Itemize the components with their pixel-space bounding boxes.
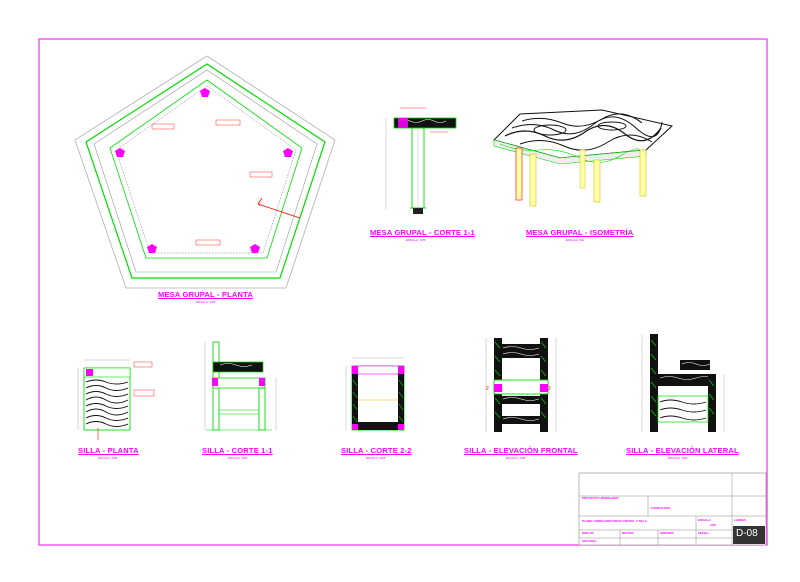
silla-planta-scale: ESCALA: 1/25 <box>98 456 118 460</box>
chair-section-2-view <box>345 357 405 431</box>
tb-project: PROYECTO: MOBILIARIO <box>582 496 619 500</box>
svg-text:1: 1 <box>258 202 261 207</box>
planta-title: MESA GRUPAL - PLANTA <box>158 290 253 299</box>
tb-sheet-number: D-08 <box>736 528 758 539</box>
leg-marker <box>115 148 125 157</box>
tb-approved: APROBO: <box>660 531 675 535</box>
tb-plan: PLANO: MOBILIARIO MESA GRUPAL Y SILLA <box>582 519 648 523</box>
planta-scale: ESCALA: 1/25 <box>196 300 216 304</box>
silla-frontal-scale: ESCALA: 1/25 <box>506 456 526 460</box>
corte-mesa-title: MESA GRUPAL - CORTE 1-1 <box>370 228 475 237</box>
silla-lateral-scale: ESCALA: 1/25 <box>668 456 688 460</box>
silla-lateral-title: SILLA - ELEVACIÓN LATERAL <box>626 446 739 455</box>
table-plan-view: 1 <box>74 55 336 289</box>
table-inner-edge <box>109 79 303 259</box>
tb-consultant: CONSULTOR: <box>651 506 671 510</box>
silla-frontal-title: SILLA - ELEVACIÓN FRONTAL <box>464 446 578 455</box>
silla-corte22-title: SILLA - CORTE 2-2 <box>341 446 412 455</box>
chair-plan-view <box>77 359 155 440</box>
tb-scale-label: ESCALA: <box>698 518 712 522</box>
isometria-scale: ESCALA: S/E <box>566 238 585 242</box>
svg-text:2: 2 <box>486 386 489 392</box>
silla-corte22-scale: ESCALA: 1/25 <box>366 456 386 460</box>
isometria-title: MESA GRUPAL - ISOMETRÍA <box>526 228 634 237</box>
tb-scale-value: 1/25 <box>710 523 716 527</box>
leg-marker <box>283 148 293 157</box>
sheet-number-box <box>733 526 765 544</box>
silla-planta-title: SILLA - PLANTA <box>78 446 139 455</box>
chair-front-elevation-view: 2 2 <box>485 338 557 432</box>
sheet-border <box>38 38 768 546</box>
table-isometric-view <box>493 109 674 207</box>
svg-text:2: 2 <box>548 386 551 392</box>
leg-marker <box>250 244 260 253</box>
chair-side-elevation-view <box>641 334 725 432</box>
chair-section-1-view <box>204 341 277 431</box>
leg-marker <box>147 244 157 253</box>
silla-corte11-title: SILLA - CORTE 1-1 <box>202 446 273 455</box>
tb-date: FECHA: <box>698 531 710 535</box>
tb-reviewed: REVISO: <box>622 531 635 535</box>
table-section-view <box>385 107 457 214</box>
tb-drawn: DIBUJO: <box>582 531 595 535</box>
title-block <box>578 472 767 546</box>
tb-sheet-label: LAMINA: <box>734 518 747 522</box>
silla-corte11-scale: ESCALA: 1/25 <box>228 456 248 460</box>
corte-mesa-scale: ESCALA: 1/25 <box>406 238 426 242</box>
leg-marker <box>200 88 210 97</box>
tb-file: ARCHIVO: <box>582 539 597 543</box>
